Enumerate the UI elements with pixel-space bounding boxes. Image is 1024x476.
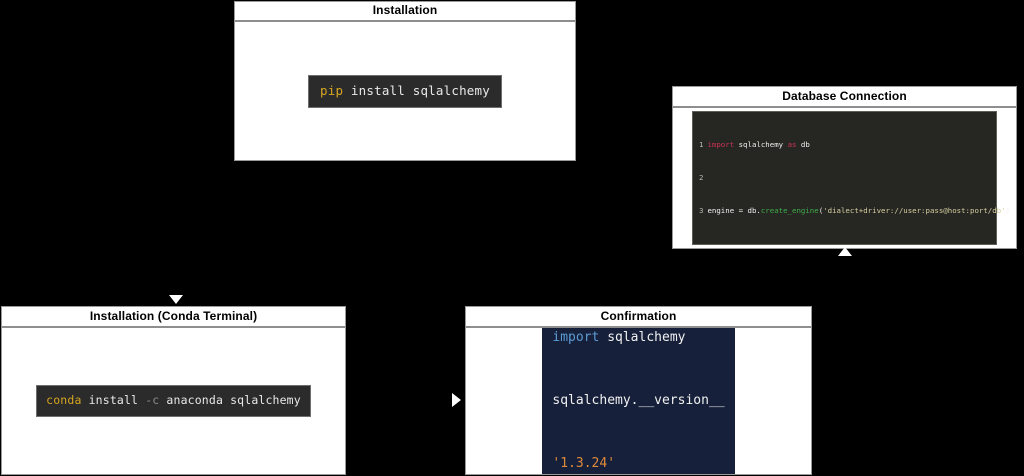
arrow-to-conda-installation — [169, 295, 183, 304]
conda-install-command-block[interactable]: conda install -c anaconda sqlalchemy — [36, 385, 311, 417]
panel-installation-body: pip install sqlalchemy — [235, 22, 575, 160]
line-number-1: 1 — [699, 140, 704, 149]
confirmation-import-keyword-token: import — [552, 329, 600, 345]
panel-confirmation-body: import sqlalchemy sqlalchemy.__version__… — [466, 328, 811, 474]
code-line-2: 2 — [699, 172, 988, 183]
paren-open-token: ( — [818, 206, 824, 215]
confirmation-module-token: sqlalchemy — [599, 329, 686, 345]
panel-confirmation[interactable]: Confirmation import sqlalchemy sqlalchem… — [465, 306, 812, 475]
line-number-3: 3 — [699, 206, 704, 215]
conda-package-token: anaconda sqlalchemy — [159, 393, 301, 407]
pip-install-command-block[interactable]: pip install sqlalchemy — [308, 74, 502, 108]
alias-token: db — [796, 140, 810, 149]
panel-conda-installation[interactable]: Installation (Conda Terminal) conda inst… — [1, 306, 346, 475]
panel-installation-header: Installation — [235, 2, 575, 22]
conda-command-token: conda — [46, 393, 82, 407]
conda-subcommand-token: install — [81, 393, 146, 407]
panel-database-header: Database Connection — [673, 87, 1016, 108]
panel-database-title: Database Connection — [782, 89, 907, 103]
panel-confirmation-header: Confirmation — [466, 307, 811, 328]
panel-conda-body: conda install -c anaconda sqlalchemy — [2, 328, 345, 474]
panel-conda-title: Installation (Conda Terminal) — [89, 309, 258, 323]
confirmation-code-block[interactable]: import sqlalchemy sqlalchemy.__version__… — [542, 328, 735, 474]
panel-conda-header: Installation (Conda Terminal) — [2, 307, 345, 328]
module-name-token: sqlalchemy — [734, 140, 788, 149]
pip-command-token: pip — [320, 82, 344, 98]
arrow-to-confirmation — [452, 393, 461, 407]
pip-args-token: install sqlalchemy — [343, 82, 490, 98]
panel-confirmation-title: Confirmation — [600, 309, 677, 323]
confirmation-version-attribute: sqlalchemy.__version__ — [552, 392, 725, 408]
line-number-2: 2 — [699, 173, 704, 182]
conda-channel-flag-token: -c — [145, 393, 160, 407]
paren-close-token: ) — [1005, 206, 1011, 215]
confirmation-line-1: import sqlalchemy — [552, 328, 724, 348]
create-engine-function-token: create_engine — [760, 206, 819, 215]
as-keyword-token: as — [787, 140, 797, 149]
panel-installation[interactable]: Installation pip install sqlalchemy — [234, 1, 576, 161]
arrow-to-database-connection — [838, 247, 852, 256]
connection-string-token: 'dialect+driver://user:pass@host:port/db… — [823, 206, 1006, 215]
panel-installation-title: Installation — [372, 3, 438, 17]
import-keyword-token: import — [707, 140, 735, 149]
engine-assignment-token: engine = db. — [707, 206, 761, 215]
confirmation-version-value: '1.3.24' — [552, 455, 616, 471]
